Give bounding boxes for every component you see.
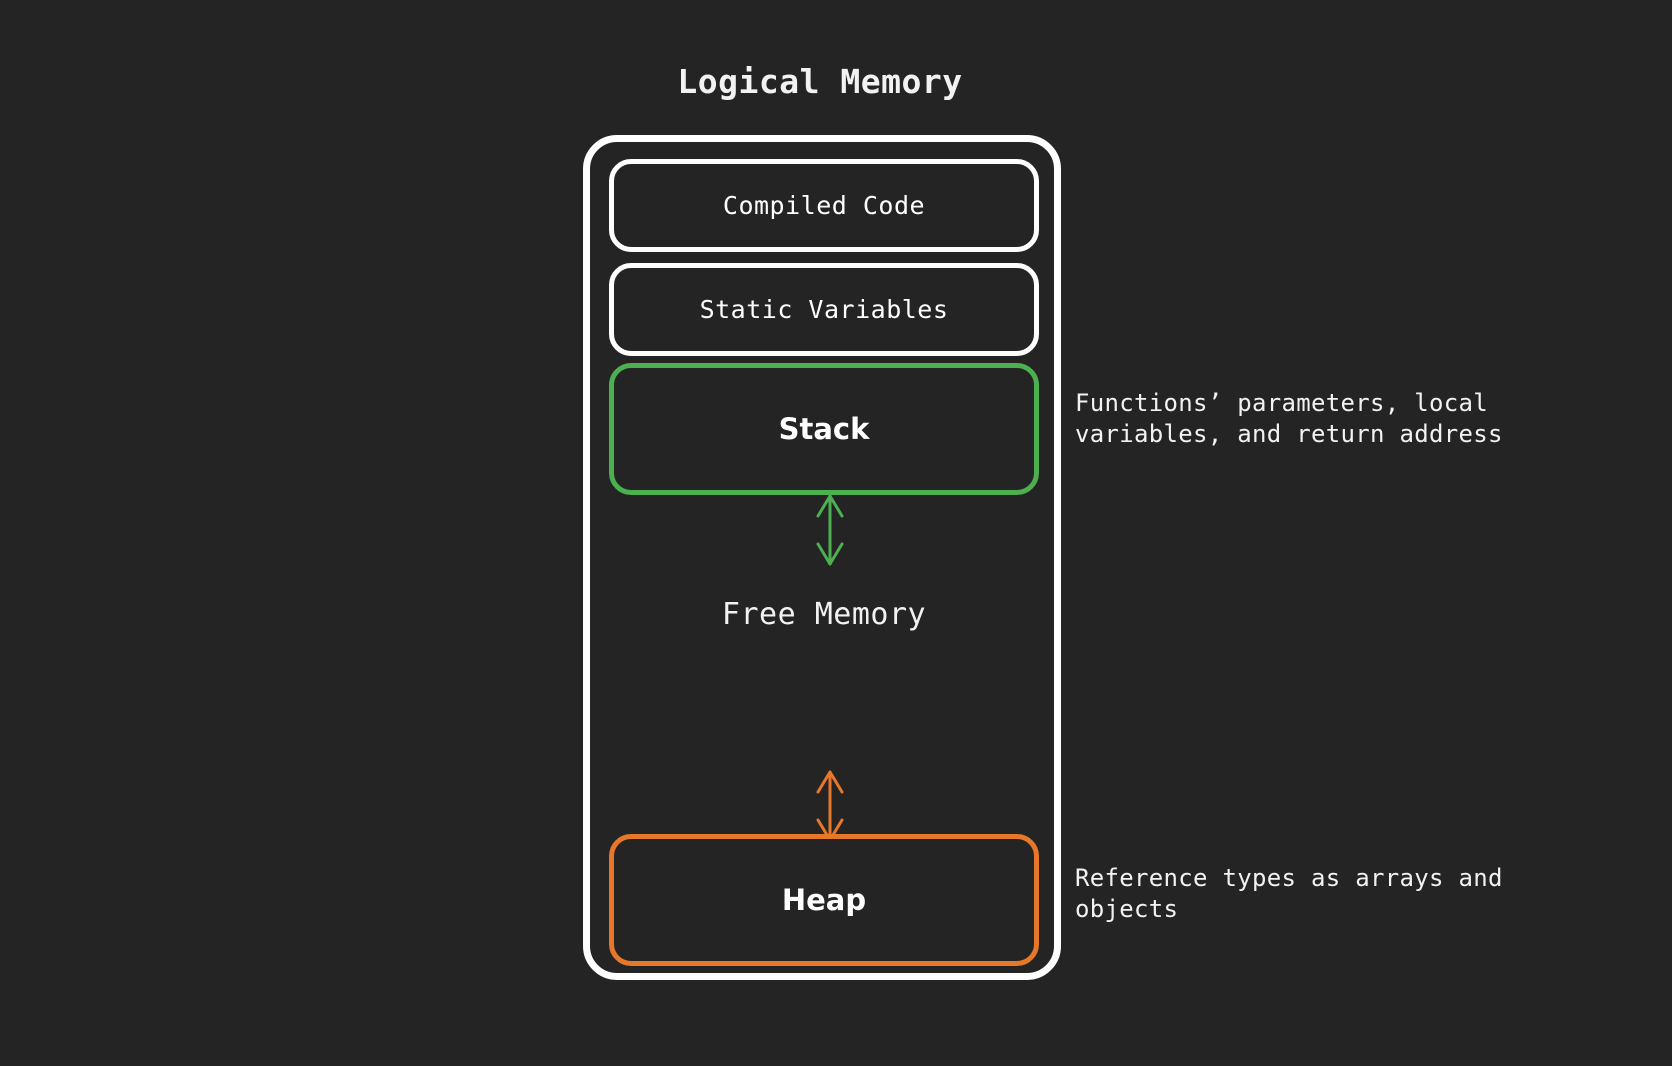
memory-segment-compiled-code-label: Compiled Code [722, 191, 926, 220]
memory-segment-static-variables-label: Static Variables [699, 295, 949, 324]
annotation-stack: Functions’ parameters, local variables, … [1075, 389, 1503, 448]
page-title: Logical Memory [0, 62, 1672, 101]
page-title-text: Logical Memory [677, 62, 963, 101]
memory-segment-stack: Stack [609, 363, 1039, 495]
memory-segment-free-memory-label: Free Memory [721, 597, 927, 632]
annotation-heap: Reference types as arrays and objects [1075, 864, 1503, 923]
memory-segment-compiled-code: Compiled Code [609, 159, 1039, 252]
memory-segment-heap: Heap [609, 834, 1039, 966]
logical-memory-container: Compiled Code Static Variables Stack Fre… [583, 135, 1061, 980]
stack-growth-double-arrow-icon [812, 494, 848, 570]
memory-segment-static-variables: Static Variables [609, 263, 1039, 356]
memory-segment-heap-label: Heap [781, 883, 867, 917]
memory-segment-stack-label: Stack [778, 412, 870, 446]
memory-segment-free-memory: Free Memory [609, 597, 1039, 632]
